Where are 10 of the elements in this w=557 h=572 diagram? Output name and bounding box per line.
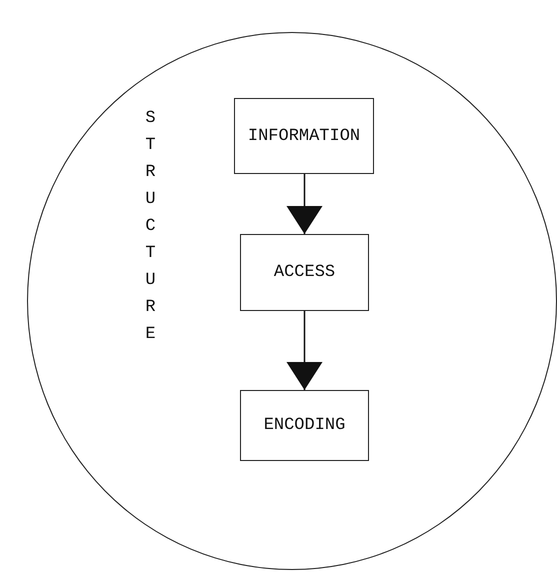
box-label: ENCODING <box>264 416 346 435</box>
vertical-label: STRUCTURE <box>144 108 157 346</box>
arrow <box>286 174 322 234</box>
box-label: INFORMATION <box>248 126 360 146</box>
process-box <box>234 98 374 174</box>
box-label: ACCESS <box>274 263 336 282</box>
process-box <box>240 390 369 461</box>
process-box <box>240 234 369 311</box>
circle-boundary <box>27 32 557 570</box>
arrow <box>286 311 322 390</box>
